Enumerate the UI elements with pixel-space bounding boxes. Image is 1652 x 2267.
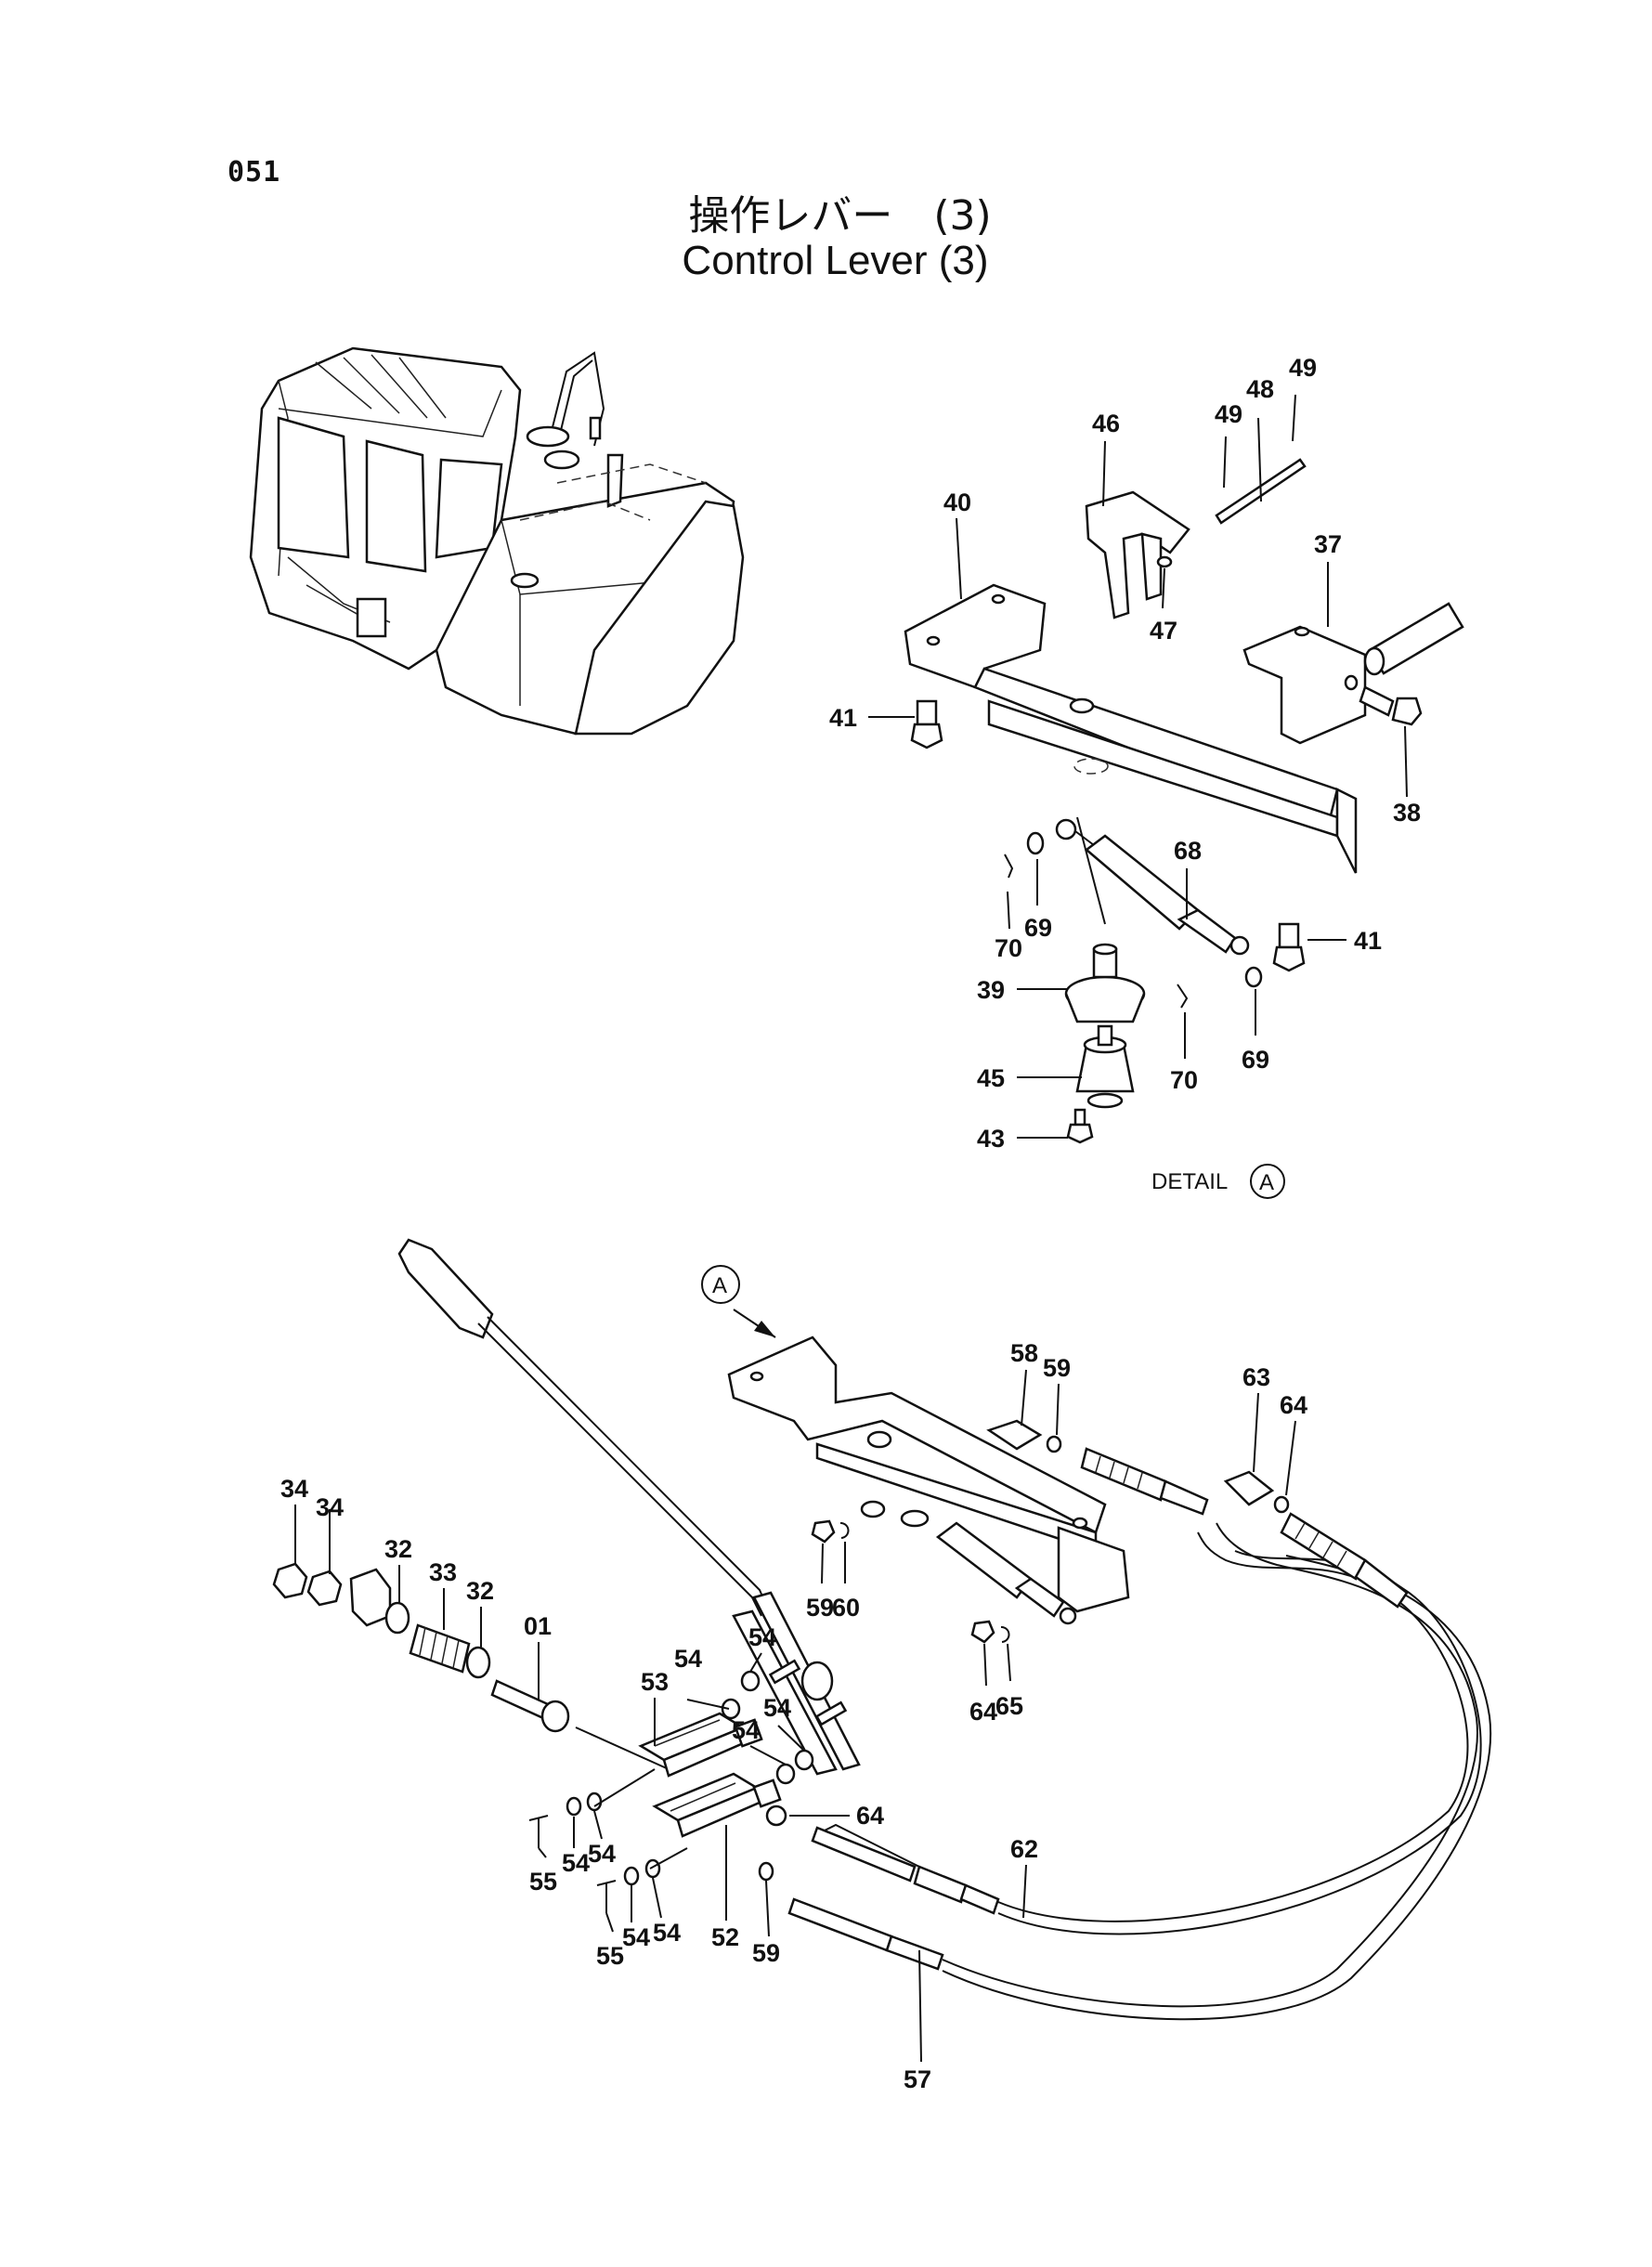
part-label-01: 01 <box>524 1612 552 1640</box>
part-label-40: 40 <box>943 489 971 516</box>
part-label-54: 54 <box>653 1919 681 1947</box>
part-label-41: 41 <box>829 704 857 732</box>
part-label-39: 39 <box>977 976 1005 1004</box>
part-label-54: 54 <box>674 1645 702 1673</box>
part-label-55: 55 <box>529 1868 557 1896</box>
detail-label: DETAIL <box>1151 1169 1228 1194</box>
part-label-64: 64 <box>969 1698 997 1726</box>
detail-a-assembly <box>904 458 1464 1144</box>
part-label-32: 32 <box>466 1577 494 1605</box>
control-lever-assembly <box>272 1238 1492 2063</box>
part-label-49: 49 <box>1289 354 1317 382</box>
part-label-46: 46 <box>1092 410 1120 437</box>
callout-marker: A <box>712 1273 727 1298</box>
part-label-52: 52 <box>711 1923 739 1951</box>
part-label-43: 43 <box>977 1125 1005 1153</box>
part-label-59: 59 <box>752 1939 780 1967</box>
part-label-34: 34 <box>280 1475 308 1503</box>
title-japanese: 操作レバー (3) <box>688 192 992 240</box>
part-label-34: 34 <box>316 1493 344 1521</box>
part-label-48: 48 <box>1246 375 1274 403</box>
part-label-69: 69 <box>1024 914 1052 942</box>
part-label-59: 59 <box>1043 1354 1071 1382</box>
part-label-54: 54 <box>748 1623 776 1651</box>
page-number: 051 <box>228 156 281 189</box>
part-label-59: 59 <box>806 1594 834 1622</box>
part-label-45: 45 <box>977 1064 1005 1092</box>
part-label-68: 68 <box>1174 837 1202 865</box>
detail-a-caption: DETAIL A <box>1151 1164 1285 1199</box>
part-label-55: 55 <box>596 1942 624 1970</box>
part-label-60: 60 <box>832 1594 860 1622</box>
part-label-62: 62 <box>1010 1835 1038 1863</box>
part-label-64: 64 <box>856 1802 884 1830</box>
part-label-32: 32 <box>384 1535 412 1563</box>
part-label-54: 54 <box>732 1716 760 1744</box>
detail-marker-circle <box>1250 1164 1285 1199</box>
part-label-64: 64 <box>1280 1391 1307 1419</box>
part-label-54: 54 <box>763 1694 791 1722</box>
detail-a-leaders <box>868 394 1408 1139</box>
excavator-cab-illustration <box>249 346 745 736</box>
part-label-54: 54 <box>562 1849 590 1877</box>
part-label-41: 41 <box>1354 927 1382 955</box>
part-label-57: 57 <box>904 2065 931 2093</box>
part-label-54: 54 <box>622 1923 650 1951</box>
part-label-63: 63 <box>1242 1363 1270 1391</box>
part-label-38: 38 <box>1393 799 1421 827</box>
part-label-49: 49 <box>1215 400 1242 428</box>
callout-a: A <box>701 1265 740 1304</box>
detail-marker: A <box>1259 1170 1274 1195</box>
part-label-58: 58 <box>1010 1339 1038 1367</box>
part-labels: 49 49 48 46 40 37 47 41 38 68 70 69 41 3… <box>280 354 1421 2093</box>
part-label-33: 33 <box>429 1558 457 1586</box>
part-label-37: 37 <box>1314 530 1342 558</box>
part-label-65: 65 <box>995 1692 1023 1720</box>
part-label-70: 70 <box>1170 1066 1198 1094</box>
part-label-47: 47 <box>1150 617 1177 645</box>
title-english: Control Lever (3) <box>682 238 989 283</box>
callout-marker-circle <box>701 1265 740 1304</box>
part-label-69: 69 <box>1242 1046 1269 1074</box>
part-label-54: 54 <box>588 1840 616 1868</box>
part-label-70: 70 <box>995 934 1022 962</box>
part-label-53: 53 <box>641 1668 669 1696</box>
